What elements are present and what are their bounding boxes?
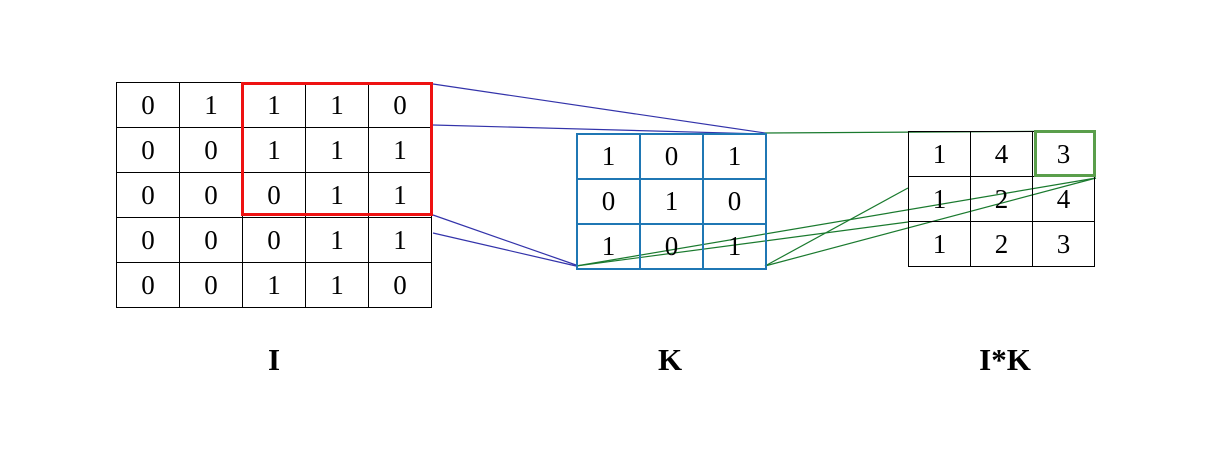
cell: 1 [305,82,369,128]
cell: 0 [116,217,180,263]
cell: 2 [970,221,1033,267]
table-row: 1 0 1 [576,223,767,270]
cell: 0 [242,217,306,263]
cell: 1 [368,172,432,218]
table-row: 0 1 0 [576,178,767,225]
cell: 2 [970,176,1033,222]
cell: 0 [702,178,767,225]
table-row: 1 4 3 [908,131,1095,177]
cell: 1 [908,131,971,177]
table-row: 0 1 1 1 0 [116,82,432,128]
table-row: 1 2 4 [908,176,1095,222]
cell: 0 [179,217,243,263]
cell: 0 [116,82,180,128]
matrix-output: 1 4 3 1 2 4 1 2 3 [908,131,1095,267]
cell: 1 [242,262,306,308]
cell: 1 [242,127,306,173]
table-row: 0 0 1 1 1 [116,127,432,173]
cell: 0 [242,172,306,218]
cell: 0 [116,262,180,308]
cell: 3 [1032,131,1095,177]
cell: 4 [1032,176,1095,222]
table-row: 0 0 0 1 1 [116,217,432,263]
cell: 3 [1032,221,1095,267]
cell: 0 [639,133,704,180]
matrix-kernel-label: K [657,342,683,377]
cell: 0 [116,172,180,218]
cell: 1 [179,82,243,128]
table-row: 1 2 3 [908,221,1095,267]
cell: 1 [305,127,369,173]
cell: 1 [639,178,704,225]
cell: 0 [368,262,432,308]
cell: 0 [179,127,243,173]
cell: 1 [908,176,971,222]
table-row: 0 0 1 1 0 [116,262,432,308]
matrix-kernel: 1 0 1 0 1 0 1 0 1 [576,133,767,270]
cell: 1 [242,82,306,128]
matrix-output-body: 1 4 3 1 2 4 1 2 3 [908,131,1095,267]
cell: 1 [305,262,369,308]
cell: 1 [368,127,432,173]
matrix-output-label: I*K [979,342,1031,377]
matrix-input: 0 1 1 1 0 0 0 1 1 1 0 0 0 1 1 0 [116,82,432,308]
connector-line-tl [432,83,766,134]
connector-line-lower2 [764,187,909,267]
cell: 0 [179,262,243,308]
cell: 1 [368,217,432,263]
connector-line-bl [432,214,577,266]
cell: 0 [368,82,432,128]
matrix-input-body: 0 1 1 1 0 0 0 1 1 1 0 0 0 1 1 0 [116,82,432,308]
table-row: 0 0 0 1 1 [116,172,432,218]
cell: 0 [576,178,641,225]
cell: 1 [305,172,369,218]
cell: 1 [702,133,767,180]
cell: 4 [970,131,1033,177]
cell: 1 [305,217,369,263]
matrix-kernel-body: 1 0 1 0 1 0 1 0 1 [576,133,767,270]
cell: 0 [179,172,243,218]
cell: 0 [116,127,180,173]
table-row: 1 0 1 [576,133,767,180]
matrix-input-label: I [267,342,281,377]
connector-line-br [432,232,577,267]
cell: 1 [576,133,641,180]
cell: 0 [639,223,704,270]
cell: 1 [702,223,767,270]
cell: 1 [576,223,641,270]
cell: 1 [908,221,971,267]
